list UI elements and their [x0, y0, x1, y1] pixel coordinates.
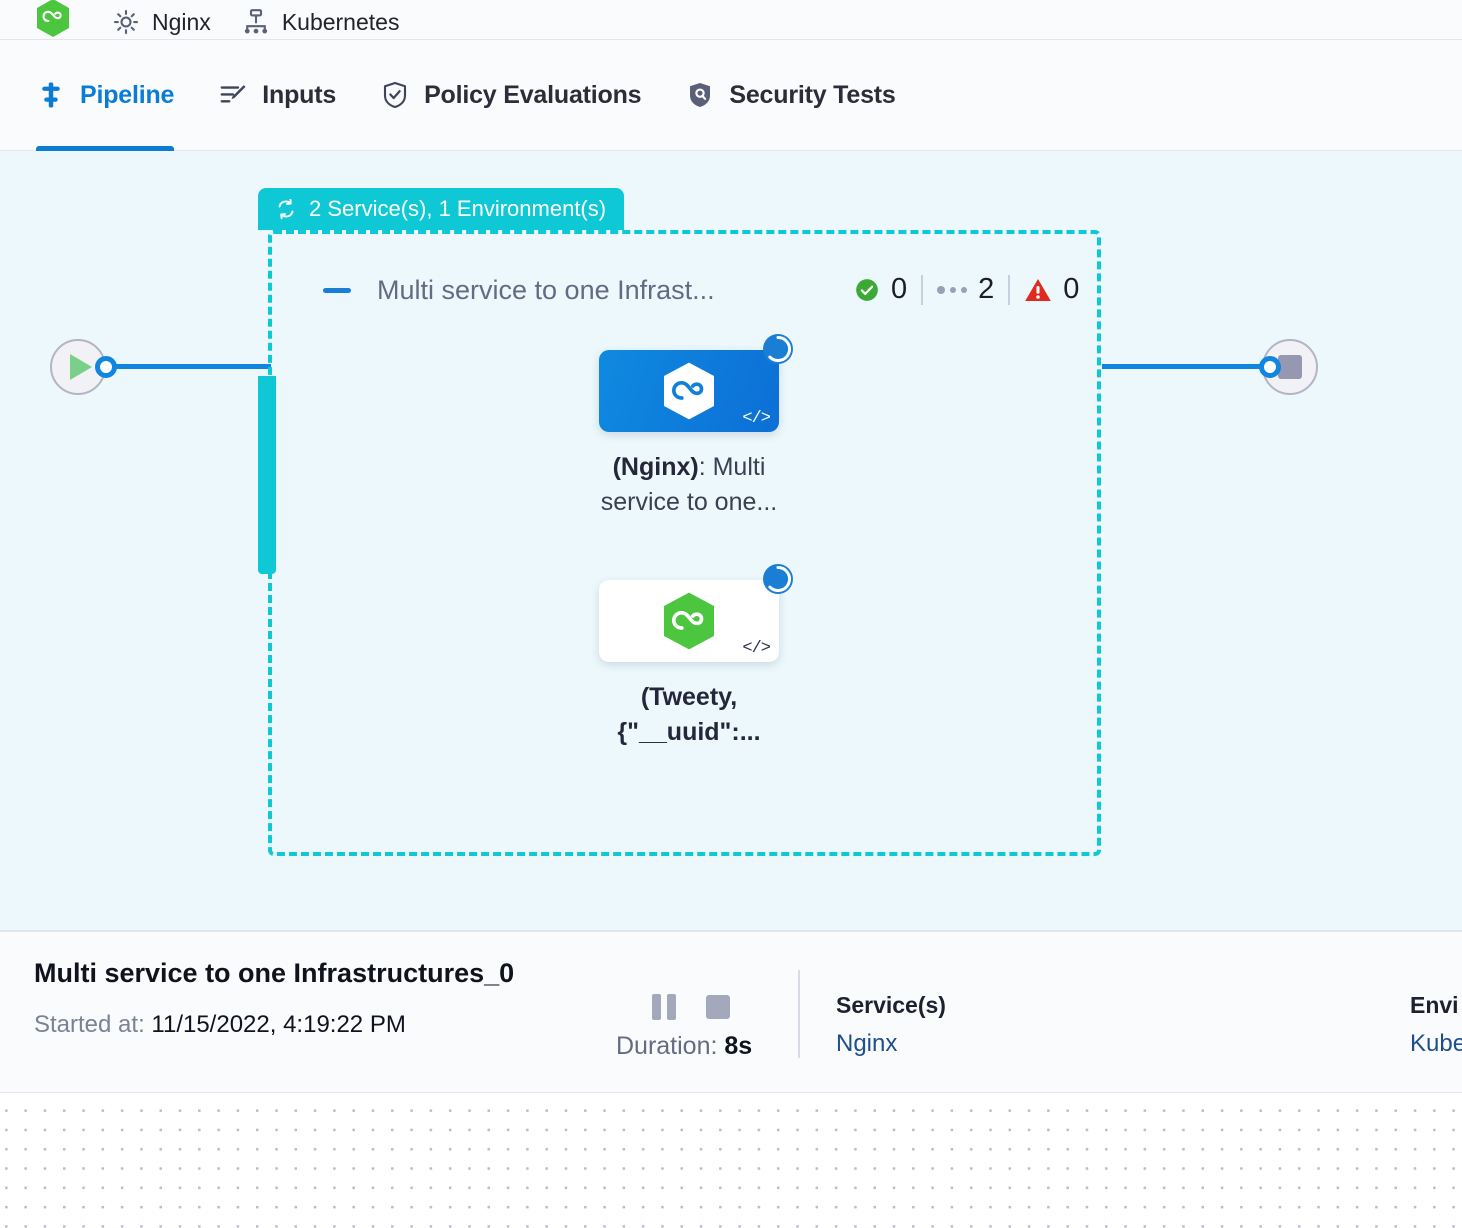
execution-info-panel: Multi service to one Infrastructures_0 S… — [0, 930, 1462, 1093]
breadcrumb: Nginx Kubernetes — [0, 0, 1462, 39]
policy-shield-check-icon — [384, 81, 407, 109]
services-heading: Service(s) — [836, 992, 946, 1018]
pipeline-icon — [42, 82, 60, 108]
link-start-to-group — [106, 364, 271, 369]
security-shield-icon — [690, 83, 711, 107]
check-circle-icon — [856, 278, 878, 301]
execution-duration: Duration: 8s — [616, 1032, 752, 1061]
group-badge[interactable]: 2 Service(s), 1 Environment(s) — [258, 188, 625, 230]
hexagon-logo-green-icon — [37, 0, 69, 37]
group-status-counters: 0 2 0 — [840, 273, 1093, 306]
breadcrumb-item-nginx[interactable]: Nginx — [111, 7, 211, 37]
tab-pipeline[interactable]: Pipeline — [36, 39, 175, 151]
environments-meta: Envi Kube — [1410, 992, 1462, 1058]
tab-bar: Pipeline Inputs Policy Evaluations — [0, 39, 1462, 151]
group-header: Multi service to one Infrast... — [323, 275, 715, 306]
breadcrumb-item-label: Kubernetes — [281, 8, 400, 35]
environments-value[interactable]: Kube — [1410, 1030, 1462, 1057]
node-card[interactable]: </> — [599, 334, 793, 432]
services-value[interactable]: Nginx — [836, 1030, 898, 1057]
tab-policy-evaluations[interactable]: Policy Evaluations — [380, 39, 642, 151]
counter-divider — [1008, 274, 1011, 305]
stop-square-icon[interactable] — [706, 995, 730, 1019]
counter-divider — [921, 274, 924, 305]
counter-success-value: 0 — [891, 273, 908, 305]
hexagon-loop-green-icon — [664, 592, 714, 650]
running-spinner-icon — [763, 334, 793, 364]
code-brackets-icon: </> — [742, 409, 771, 428]
loop-repeat-icon — [278, 198, 294, 220]
dot-grid-canvas[interactable] — [0, 1093, 1462, 1228]
execution-started: Started at: 11/15/2022, 4:19:22 PM — [34, 1011, 406, 1039]
node-label-bold: (Tweety, — [640, 683, 738, 711]
pause-icon[interactable] — [652, 994, 676, 1020]
stop-icon — [1278, 355, 1302, 379]
counter-failed-value: 0 — [1063, 273, 1080, 305]
tab-label: Pipeline — [80, 80, 175, 109]
duration-value: 8s — [724, 1032, 753, 1060]
execution-controls: Duration: 8s — [616, 994, 752, 1061]
tab-inputs[interactable]: Inputs — [218, 39, 336, 151]
service-group-container[interactable] — [268, 230, 1101, 856]
node-card[interactable]: </> — [599, 564, 793, 662]
tab-label: Policy Evaluations — [424, 80, 642, 109]
node-nginx: </> (Nginx): Multi service to one... — [599, 334, 794, 519]
tab-label: Inputs — [262, 80, 337, 109]
gear-icon — [113, 9, 139, 35]
pipeline-canvas[interactable]: 2 Service(s), 1 Environment(s) Multi ser… — [0, 151, 1462, 930]
counter-failed: 0 — [1010, 273, 1093, 306]
infrastructure-icon — [244, 9, 267, 34]
counter-pending: 2 — [923, 273, 1008, 306]
tab-security-tests[interactable]: Security Tests — [685, 39, 896, 151]
code-brackets-icon: </> — [742, 639, 771, 658]
breadcrumb-item-service-logo[interactable] — [36, 0, 81, 37]
started-at-value: 11/15/2022, 4:19:22 PM — [151, 1011, 406, 1038]
node-label-bold: (Nginx) — [612, 453, 699, 481]
breadcrumb-item-kubernetes[interactable]: Kubernetes — [241, 7, 400, 37]
node-label-rest: {"__uuid":... — [617, 717, 761, 746]
link-group-to-end — [1102, 364, 1270, 369]
running-spinner-icon — [763, 564, 793, 594]
end-node-input-port[interactable] — [1259, 356, 1281, 378]
node-label-rest: : Multi service to one... — [600, 453, 778, 516]
services-meta: Service(s) Nginx — [836, 992, 946, 1058]
execution-title: Multi service to one Infrastructures_0 — [34, 958, 515, 988]
node-label: (Tweety, {"__uuid":... — [584, 680, 794, 749]
play-icon — [70, 354, 92, 380]
node-label: (Nginx): Multi service to one... — [584, 450, 794, 519]
group-title: Multi service to one Infrast... — [377, 275, 715, 305]
tab-label: Security Tests — [729, 80, 896, 109]
breadcrumb-item-label: Nginx — [152, 8, 211, 35]
collapse-minus-icon[interactable] — [323, 288, 351, 293]
three-dots-icon — [937, 285, 968, 294]
group-badge-label: 2 Service(s), 1 Environment(s) — [309, 196, 607, 221]
warning-triangle-icon — [1025, 278, 1052, 301]
environments-heading: Envi — [1410, 992, 1459, 1018]
counter-pending-value: 2 — [978, 273, 995, 305]
duration-label: Duration: — [616, 1032, 718, 1060]
counter-success: 0 — [840, 273, 921, 306]
hexagon-loop-white-icon — [664, 362, 714, 420]
panel-divider — [798, 970, 800, 1058]
started-at-label: Started at: — [34, 1011, 145, 1038]
node-tweety: </> (Tweety, {"__uuid":... — [599, 564, 794, 749]
inputs-icon — [220, 85, 246, 103]
start-node-output-port[interactable] — [95, 356, 117, 378]
